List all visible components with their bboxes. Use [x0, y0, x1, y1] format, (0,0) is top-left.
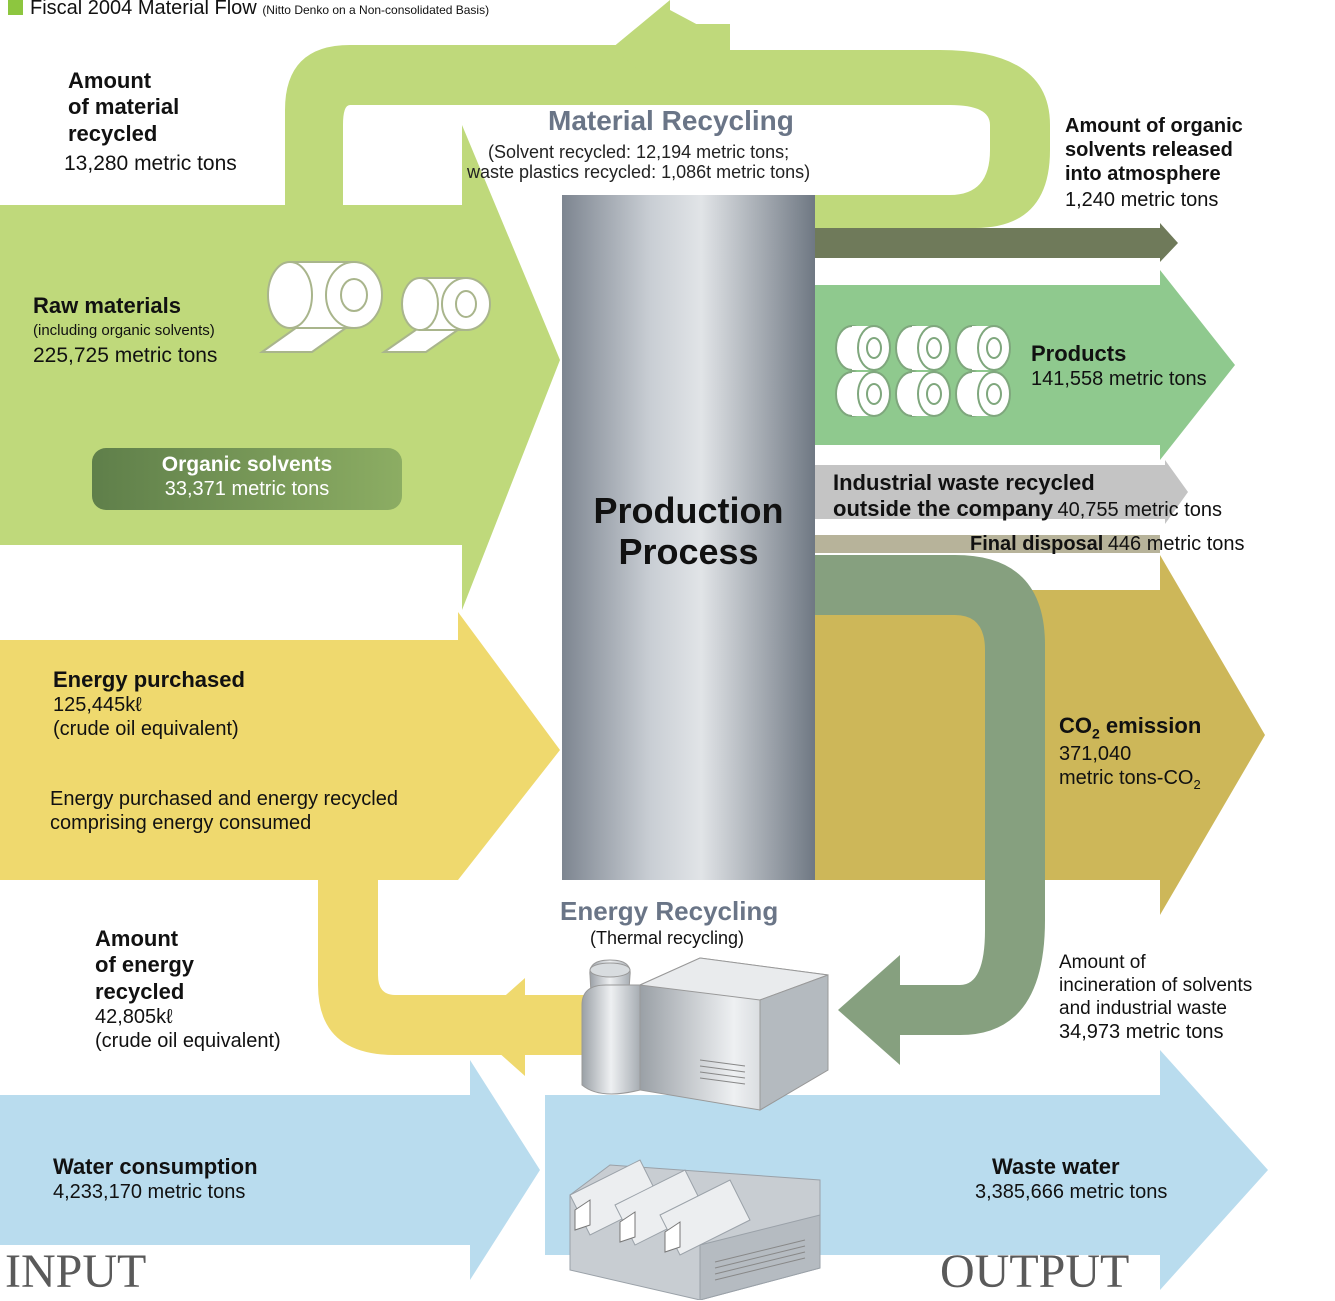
- diagram-subtitle: (Nitto Denko on a Non-consolidated Basis…: [262, 3, 490, 17]
- incinerator-icon: [581, 957, 829, 1111]
- energy-purchased-label: Energy purchased 125,445kℓ (crude oil eq…: [53, 667, 245, 741]
- industrial-waste-line2: outside the company: [833, 496, 1054, 522]
- co2-unit-main: metric tons-CO: [1059, 767, 1194, 790]
- factory-icon: [569, 1159, 821, 1300]
- roll-icon-small: [380, 277, 491, 353]
- legend-square: [8, 0, 23, 15]
- co2-value: 371,040: [1059, 743, 1132, 766]
- final-disposal-label: Final disposal 446 metric tons: [970, 532, 1245, 556]
- material-recycled-label: Amount of material recycled 13,280 metri…: [64, 68, 237, 176]
- raw-materials-value: 225,725 metric tons: [33, 344, 218, 368]
- organic-released-value: 1,240 metric tons: [1065, 189, 1219, 211]
- incineration-value: 34,973 metric tons: [1059, 1021, 1224, 1044]
- incineration-label: Amount of incineration of solvents and i…: [1059, 952, 1252, 1044]
- co2-unit: metric tons-CO2: [1059, 766, 1201, 793]
- energy-purchased-unit-note: (crude oil equivalent): [53, 718, 239, 741]
- incineration-arrowhead: [838, 955, 900, 1065]
- water-consumption-title: Water consumption: [53, 1154, 258, 1179]
- production-line1: Production: [593, 490, 784, 531]
- roll-icon-large: [258, 261, 383, 353]
- organic-released-label: Amount of organic solvents released into…: [1065, 114, 1243, 212]
- industrial-waste-label: Industrial waste recycled outside the co…: [833, 470, 1222, 523]
- co2-emission-label: CO2 emission 371,040 metric tons-CO2: [1059, 713, 1201, 793]
- output-label: OUTPUT: [940, 1245, 1130, 1298]
- energy-consumed-note-2: comprising energy consumed: [50, 812, 312, 834]
- energy-purchased-arrow: [0, 612, 560, 880]
- water-consumption-label: Water consumption 4,233,170 metric tons: [53, 1154, 258, 1204]
- co2-title: CO2 emission: [1059, 713, 1201, 742]
- material-recycling-detail-2: waste plastics recycled: 1,086t metric t…: [467, 162, 811, 182]
- energy-recycled-label: Amount of energy recycled 42,805kℓ (crud…: [95, 926, 281, 1053]
- material-recycling-arrowhead: [612, 0, 730, 96]
- final-disposal-title: Final disposal: [970, 533, 1104, 555]
- organic-released-line2: solvents released: [1065, 139, 1233, 161]
- material-recycling-loop: [285, 10, 1050, 228]
- energy-consumed-note: Energy purchased and energy recycled com…: [50, 787, 398, 835]
- organic-released-line3: into atmosphere: [1065, 163, 1221, 185]
- waste-water-value: 3,385,666 metric tons: [975, 1181, 1168, 1204]
- material-recycled-line1: Amount: [68, 68, 152, 93]
- incineration-loop: [815, 555, 1045, 1035]
- organic-solvents-value: 33,371 metric tons: [164, 478, 330, 501]
- industrial-waste-value: 40,755 metric tons: [1057, 499, 1223, 522]
- energy-recycled-value: 42,805kℓ: [95, 1006, 173, 1029]
- industrial-waste-line2-row: outside the company 40,755 metric tons: [833, 496, 1222, 522]
- co2-title-main: CO: [1059, 713, 1092, 738]
- co2-unit-sub: 2: [1193, 777, 1201, 793]
- energy-recycled-unit-note: (crude oil equivalent): [95, 1030, 281, 1053]
- energy-consumed-note-1: Energy purchased and energy recycled: [50, 788, 398, 810]
- energy-recycling-subtitle: (Thermal recycling): [590, 928, 745, 948]
- production-process-label: Production Process: [562, 490, 815, 573]
- organic-released-line1: Amount of organic: [1065, 115, 1243, 137]
- incineration-line1: Amount of: [1059, 952, 1146, 973]
- energy-recycled-line1: Amount: [95, 926, 179, 951]
- material-recycled-line3: recycled: [68, 120, 158, 146]
- co2-title-tail: emission: [1099, 713, 1202, 738]
- material-recycled-value: 13,280 metric tons: [64, 152, 237, 176]
- energy-purchased-title: Energy purchased: [53, 667, 245, 692]
- water-consumption-value: 4,233,170 metric tons: [53, 1181, 246, 1204]
- material-recycling-detail-1: (Solvent recycled: 12,194 metric tons;: [488, 142, 790, 162]
- material-recycling-title: Material Recycling: [548, 105, 794, 136]
- production-line2: Process: [618, 531, 759, 573]
- organic-solvents-title: Organic solvents: [161, 453, 333, 476]
- waste-water-label: Waste water 3,385,666 metric tons: [975, 1154, 1167, 1204]
- production-column: [562, 195, 815, 880]
- energy-recycled-arrowhead: [470, 978, 585, 1076]
- waste-water-title: Waste water: [992, 1154, 1120, 1179]
- final-disposal-bar: [815, 535, 1160, 553]
- industrial-waste-line1: Industrial waste recycled: [833, 470, 1095, 495]
- diagram-title: Fiscal 2004 Material Flow (Nitto Denko o…: [30, 0, 489, 20]
- organic-solvents-pill: [92, 448, 402, 510]
- incineration-line2: incineration of solvents: [1059, 974, 1253, 996]
- raw-materials-label: Raw materials (including organic solvent…: [33, 293, 217, 369]
- organic-released-arrow: [815, 223, 1178, 262]
- water-consumption-arrow: [0, 1060, 540, 1280]
- products-value: 141,558 metric tons: [1031, 368, 1207, 391]
- material-recycled-line2: of material: [68, 94, 180, 120]
- raw-materials-note: (including organic solvents): [33, 322, 215, 340]
- energy-recycling-title: Energy Recycling: [560, 896, 779, 926]
- industrial-waste-arrow: [815, 460, 1188, 524]
- raw-materials-title: Raw materials: [33, 293, 181, 318]
- energy-recycled-line2: of energy: [95, 952, 195, 978]
- products-title: Products: [1031, 341, 1127, 366]
- energy-recycled-line3: recycled: [95, 978, 185, 1004]
- final-disposal-value: 446 metric tons: [1107, 533, 1245, 555]
- energy-purchased-value: 125,445kℓ: [53, 694, 142, 717]
- input-label: INPUT: [5, 1245, 147, 1298]
- organic-solvents-label: Organic solvents 33,371 metric tons: [92, 452, 402, 501]
- products-label: Products 141,558 metric tons: [1031, 341, 1207, 391]
- diagram-title-text: Fiscal 2004 Material Flow: [30, 0, 257, 19]
- incineration-line3: and industrial waste: [1059, 997, 1227, 1019]
- product-rolls-icon: [835, 325, 1011, 417]
- co2-title-sub: 2: [1092, 725, 1100, 742]
